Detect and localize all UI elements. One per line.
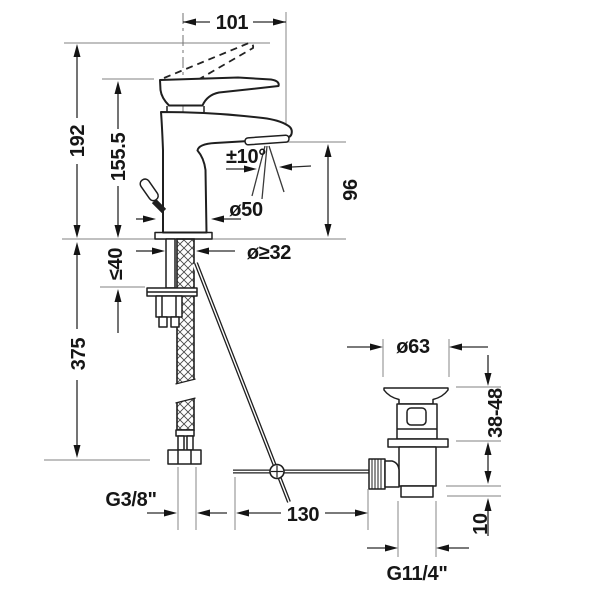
water-stream (251, 145, 285, 200)
drain-lower-body (398, 446, 437, 487)
dim-o50-label: ø50 (229, 199, 263, 221)
dim-angle-label: ±10° (226, 146, 266, 168)
aerator (244, 134, 290, 146)
dim-192: 192 (67, 44, 89, 238)
dim-130-label: 130 (287, 504, 320, 526)
overflow-hole (406, 407, 427, 426)
handle-lever (159, 76, 280, 107)
dim-angle: ±10° (226, 146, 312, 173)
dim-max-40-label: ≤40 (105, 248, 127, 280)
knob-link (151, 198, 167, 214)
dim-155-5: 155.5 (108, 81, 130, 238)
installation-parts (146, 238, 202, 465)
hose-break-gap (175, 379, 196, 403)
dim-max-40: ≤40 (105, 248, 127, 333)
dim-10-label: 10 (470, 513, 492, 535)
dim-g114: G11/4" (367, 501, 469, 585)
dim-155-5-label: 155.5 (108, 133, 130, 182)
threaded-shank (165, 238, 176, 289)
dim-o63: ø63 (347, 336, 488, 377)
faucet (139, 42, 293, 240)
dim-96-label: 96 (340, 179, 362, 201)
faucet-body (160, 111, 293, 234)
hose-fitting-post-right (186, 435, 194, 451)
dim-192-label: 192 (67, 125, 89, 158)
dim-o63-label: ø63 (396, 336, 430, 358)
dim-101: 101 (183, 12, 286, 34)
dim-38-48: 38-48 (456, 355, 507, 484)
dim-g114-label: G11/4" (386, 563, 447, 585)
dim-10: 10 (446, 485, 501, 536)
drain-collar (387, 438, 449, 448)
handle-raised-outline (163, 42, 255, 93)
dim-375-label: 375 (68, 338, 90, 371)
rod-connector-body (384, 460, 400, 488)
dim-38-48-label: 38-48 (485, 388, 507, 438)
dim-375: 375 (68, 242, 90, 458)
dim-o32-label: ø≥32 (247, 242, 291, 264)
dim-130: 130 (234, 477, 369, 530)
dim-g38: G3/8" (105, 467, 227, 530)
hose-hex-nut (167, 449, 202, 465)
lift-rod-knob (139, 178, 159, 202)
hose-break-cut-top (175, 378, 196, 385)
rod-connector-knurl (368, 458, 386, 490)
mounting-nut-tab-left (158, 316, 168, 328)
hose-fitting-post-left (177, 435, 185, 451)
dim-o32: ø≥32 (136, 242, 292, 264)
pop-up-linkage (192, 261, 370, 504)
drain-tailpiece (400, 485, 434, 498)
mounting-nut (155, 295, 183, 318)
hose-break-cut-bottom (175, 397, 196, 404)
dim-96: 96 (324, 144, 362, 237)
dim-101-label: 101 (216, 12, 249, 34)
mounting-nut-tab-right (170, 316, 180, 328)
drain-assembly (368, 387, 449, 498)
dim-g38-label: G3/8" (105, 489, 156, 511)
dim-o50: ø50 (136, 199, 263, 223)
knurl-lines (371, 459, 382, 489)
drain-flange (383, 387, 449, 405)
hose-fitting-collar (175, 429, 195, 437)
